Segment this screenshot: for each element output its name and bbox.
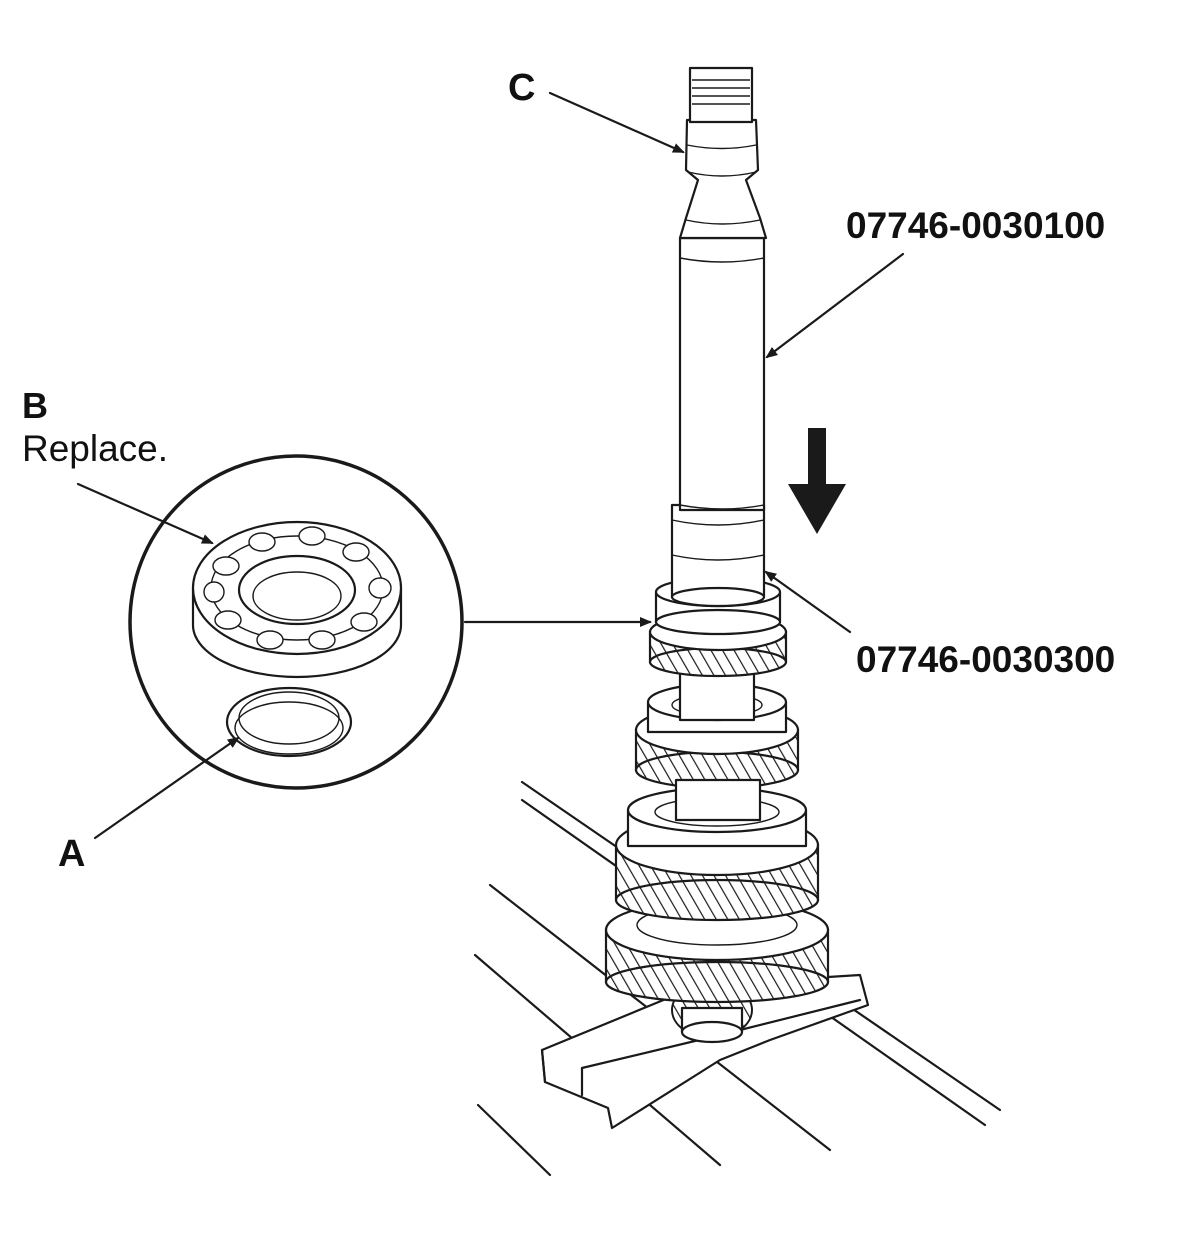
label-tool-0030100: 07746-0030100 bbox=[846, 205, 1105, 246]
attachment-0030300 bbox=[670, 503, 766, 599]
label-b-replace-note: Replace. bbox=[22, 428, 168, 469]
label-a: A bbox=[58, 833, 85, 875]
label-b: B bbox=[22, 385, 48, 426]
handle-0030100 bbox=[678, 236, 766, 512]
gear-4 bbox=[604, 898, 830, 1004]
bearing-b bbox=[191, 520, 403, 679]
label-c: C bbox=[508, 67, 535, 109]
leader-lines bbox=[76, 91, 905, 840]
driver-tool-shaft bbox=[670, 66, 768, 608]
detail-circle bbox=[128, 454, 464, 790]
gear-stack bbox=[604, 576, 830, 1044]
down-arrow-icon bbox=[788, 428, 846, 534]
snap-ring-a bbox=[225, 686, 353, 758]
label-tool-0030300: 07746-0030300 bbox=[856, 639, 1115, 680]
threaded-end bbox=[688, 66, 754, 124]
